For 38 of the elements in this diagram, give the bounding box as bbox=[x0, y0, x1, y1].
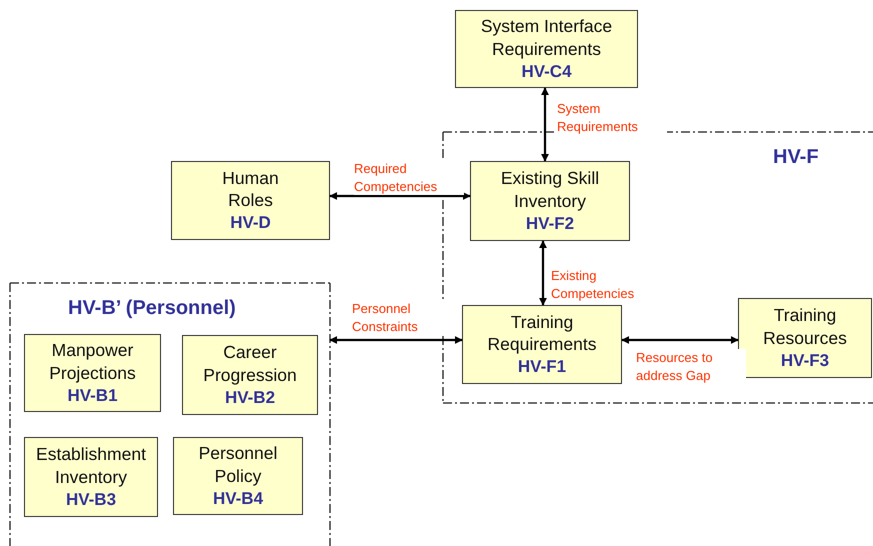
process-box bbox=[24, 334, 161, 412]
edge-label: Required Competencies bbox=[354, 160, 464, 196]
process-box bbox=[173, 437, 303, 515]
box-title: System Interface Requirements bbox=[480, 15, 614, 61]
double-arrow bbox=[539, 240, 547, 306]
view-code: HV-C4 bbox=[521, 60, 572, 83]
box-title: Training Resources bbox=[762, 304, 848, 350]
double-arrow bbox=[621, 336, 739, 344]
process-box bbox=[462, 305, 622, 384]
box-title: Training Requirements bbox=[486, 310, 598, 356]
view-code: HV-B3 bbox=[66, 488, 116, 511]
group-frame bbox=[10, 283, 330, 546]
process-box bbox=[182, 335, 318, 415]
double-arrow bbox=[541, 87, 549, 162]
group-title: HV-B’ (Personnel) bbox=[68, 297, 236, 320]
box-title: Career Progression bbox=[202, 341, 298, 387]
edge-label: Resources to address Gap bbox=[636, 349, 746, 384]
box-title: Existing Skill Inventory bbox=[500, 167, 600, 213]
process-box bbox=[738, 298, 872, 378]
box-title: Personnel Policy bbox=[198, 442, 278, 488]
view-code: HV-D bbox=[230, 212, 271, 234]
box-title: Manpower Projections bbox=[48, 339, 137, 385]
double-arrow bbox=[329, 192, 471, 200]
view-code: HV-F3 bbox=[780, 350, 830, 372]
process-box bbox=[470, 161, 630, 241]
view-code: HV-F1 bbox=[518, 356, 566, 378]
process-box bbox=[171, 161, 330, 240]
box-title: Human Roles bbox=[221, 166, 280, 212]
group-title: HV-F bbox=[773, 146, 819, 169]
view-code: HV-F2 bbox=[526, 212, 574, 235]
double-arrow bbox=[329, 336, 463, 344]
view-code: HV-B2 bbox=[224, 386, 276, 409]
box-title: Establishment Inventory bbox=[35, 443, 147, 489]
process-box bbox=[24, 437, 158, 517]
group-frame bbox=[443, 132, 873, 403]
process-box bbox=[455, 10, 638, 88]
view-code: HV-B4 bbox=[212, 488, 264, 510]
view-code: HV-B1 bbox=[67, 384, 118, 407]
